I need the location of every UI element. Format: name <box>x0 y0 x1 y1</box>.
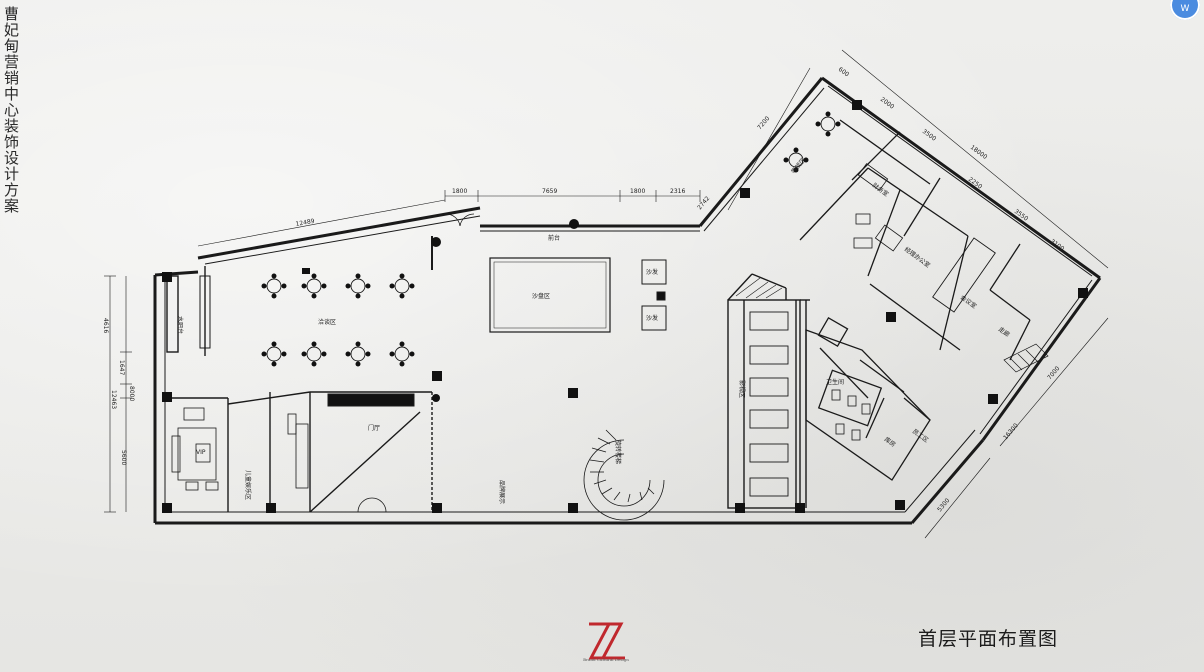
label-display: 品牌展示 <box>498 480 506 504</box>
label-kids-area: 儿童娱乐区 <box>244 470 252 500</box>
stair-hatch <box>735 277 783 299</box>
rear-stair <box>1003 343 1049 373</box>
dim-top-1: 1800 <box>452 188 467 195</box>
company-logo <box>588 622 625 660</box>
bar-counter <box>199 275 415 407</box>
left-wing-walls <box>165 266 433 513</box>
dim-left-3: 8000 <box>128 386 135 401</box>
dim-left-5: 5600 <box>120 450 127 465</box>
dimension-lines <box>104 49 1109 539</box>
inner-wall-lines <box>164 85 1093 513</box>
meeting-table <box>932 237 996 313</box>
chair-marks <box>261 111 841 367</box>
dim-diag-2: 2742 <box>696 195 711 211</box>
office-furniture <box>853 163 904 252</box>
label-sand-table: 沙盘区 <box>532 292 550 300</box>
dim-topright-1: 600 <box>837 66 851 79</box>
label-bar: 水吧台 <box>176 316 184 334</box>
logo-caption: Brand Cultural Design <box>583 657 629 662</box>
plan-title: 首层平面布置图 <box>918 628 1059 650</box>
label-staff: 员工区 <box>911 428 930 444</box>
outer-walls <box>153 76 1102 525</box>
service-rooms <box>805 316 931 481</box>
project-title: 曹妃甸营销中心装饰设计方案 <box>2 6 20 214</box>
dim-left-1: 4616 <box>102 318 109 333</box>
dim-top-3: 1800 <box>630 188 645 195</box>
dim-topright-3: 3500 <box>921 128 938 143</box>
label-sofa-2: 沙发 <box>646 314 658 322</box>
label-meeting: 会议室 <box>959 293 978 310</box>
cinema-sofas <box>749 311 789 497</box>
structural-columns <box>162 100 1088 513</box>
dim-right-1: 7000 <box>1046 365 1061 381</box>
toilet-fixtures <box>831 389 871 441</box>
display-cabinets <box>287 413 309 489</box>
label-spiral-stair: 旋转楼梯 <box>614 440 622 464</box>
dim-topright-2: 2000 <box>879 96 896 111</box>
label-storage: 库房 <box>883 435 897 449</box>
label-vip: VIP <box>196 449 206 456</box>
vip-lounge-furniture <box>171 407 219 491</box>
dim-diag-1: 7200 <box>756 115 771 131</box>
office-walls <box>799 119 1031 361</box>
dim-right-2: 16300 <box>1002 422 1020 441</box>
label-cinema: 影视区 <box>738 380 746 398</box>
dim-left-4: 12463 <box>110 390 117 409</box>
dim-left-2: 1647 <box>118 360 125 375</box>
dim-right-3: 5300 <box>936 497 951 513</box>
label-male-toilet: 卫生间 <box>826 378 844 386</box>
negotiation-tables <box>266 116 836 362</box>
label-elevator-zone: 门厅 <box>368 424 380 432</box>
dim-top-4: 2316 <box>670 188 685 195</box>
label-negotiation-area: 洽谈区 <box>318 318 336 326</box>
label-corridor: 走廊 <box>997 325 1011 339</box>
dim-top-2: 7659 <box>542 188 557 195</box>
dim-top-left: 12489 <box>295 218 315 228</box>
label-reception: 前台 <box>548 234 560 242</box>
spiral-staircase <box>583 429 665 521</box>
dim-topright-4: 18000 <box>969 144 989 161</box>
label-sofa-1: 沙发 <box>646 268 658 276</box>
entrance-doors <box>357 213 475 513</box>
sand-table-model <box>489 257 611 333</box>
corner-app-icon[interactable]: W <box>1170 0 1200 20</box>
label-manager: 经理办公室 <box>903 245 932 269</box>
label-finance: 财务室 <box>871 181 890 198</box>
corner-app-icon-label: W <box>1180 4 1190 14</box>
sofa-chairs <box>641 259 667 331</box>
